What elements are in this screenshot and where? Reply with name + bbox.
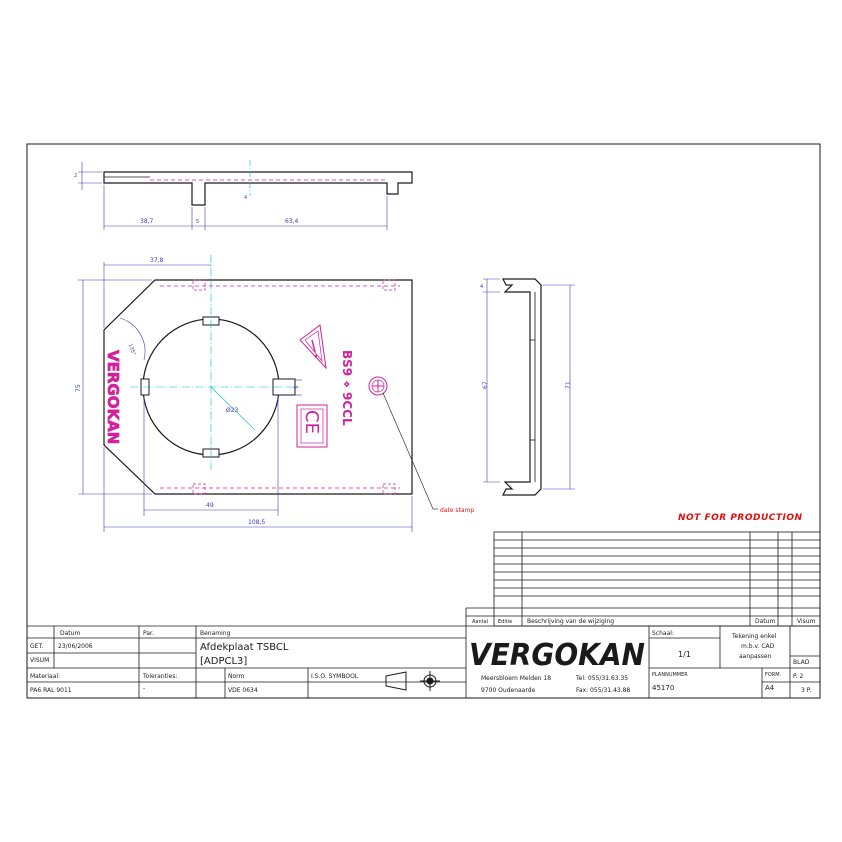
not-for-production-stamp: NOT FOR PRODUCTION [678,513,803,523]
tb-fax: Fax: 055/31.43.88 [576,687,630,694]
dim-height: 75 [75,384,82,392]
dim-diameter: Ø23 [226,407,239,414]
company-logo: VERGOKAN [469,638,645,673]
ce-mark-text: CE [301,410,322,434]
tb-p-value: P. 2 [793,673,803,680]
tb-iso-label: I.S.O. SYMBOOL [311,673,359,680]
tb-schaal-label: Schaal: [652,630,674,637]
company-name: VERGOKAN [469,638,645,673]
tb-get-date: 23/06/2006 [58,643,93,650]
tb-address1: Meersbloem Melden 18 [481,675,551,682]
warning-triangle-icon [299,324,327,370]
dim-outer: 71 [565,381,572,389]
date-stamp-icon [368,376,388,396]
dim-top: 37,8 [150,257,164,264]
front-view: Ø23 135° 37,8 75 49 108,5 5 VERGOKAN [75,255,474,532]
product-marking: BS9 ⋄ 9CCL [340,350,354,426]
rev-header-editie: Editie [498,619,512,625]
tb-materiaal-label: Materiaal: [30,673,60,680]
top-view: 2 38,7 5 63,4 4 [74,160,413,230]
date-stamp-label: date stamp [440,507,474,514]
dim-left: 38,7 [140,218,154,225]
revision-table [465,531,821,627]
drawing-border [26,143,821,699]
tb-address2: 9700 Oudenaarde [481,687,536,694]
iso-projection-symbol-icon [385,671,440,691]
rev-header-beschrijving: Beschrijving van de wijziging [527,618,614,625]
rev-header-visum: Visum [797,618,816,625]
tb-note-line2: m.b.v. CAD [741,643,775,650]
dim-slot: 5 [196,219,199,225]
dim-key: 5 [292,386,298,389]
dim-lip: 4 [480,284,483,290]
dim-right: 63,4 [285,218,299,225]
side-view-profile [502,278,542,496]
tb-norm-value: VDE 0634 [228,687,258,694]
tb-total-value: 3 P. [801,687,811,694]
dim-width: 108,5 [248,519,265,526]
tb-note-line3: aanpassen [739,653,772,660]
tb-planummer-label: PLANNUMMER [652,672,688,678]
tb-tel: Tel: 055/31.63.35 [575,675,628,682]
tb-title-line2: [ADPCL3] [200,656,247,667]
tb-toleranties-label: Toleranties: [142,673,177,680]
dim-chamfer: 135° [127,343,137,357]
rev-header-datum: Datum [755,618,775,625]
dim-hole: 49 [206,502,214,509]
logo-marking: VERGOKAN [104,350,122,444]
ce-mark-icon: CE [296,404,328,448]
dim-thickness: 2 [74,173,77,179]
top-view-profile [103,171,413,206]
tb-row-visum: VISUM [30,657,49,664]
dim-inner: 67 [482,381,489,389]
plate-outline [103,279,413,495]
title-block-grid [27,625,820,698]
tb-schaal-value: 1/1 [678,650,691,659]
tb-title-line1: Afdekplaat TSBCL [200,642,289,653]
tb-form-value: A4 [765,684,775,692]
tb-col-datum: Datum [60,630,80,637]
dim-step: 4 [244,195,247,201]
tb-toleranties-value: - [143,685,145,692]
tb-norm-label: Norm [228,673,245,680]
side-view: 4 67 71 [480,278,575,496]
tb-materiaal-value: PA6 RAL 9011 [30,687,72,694]
tb-note-line1: Tekening enkel [731,633,777,640]
tb-col-par: Par. [143,630,154,637]
tb-col-benaming: Benaming [200,630,231,637]
tb-blad-label: BLAD [793,659,810,666]
rev-header-aantal: Aantal [472,619,488,625]
tb-planummer-value: 45170 [652,684,674,692]
tb-form-label: FORM. [765,672,782,678]
tb-row-get: GET. [30,643,43,650]
